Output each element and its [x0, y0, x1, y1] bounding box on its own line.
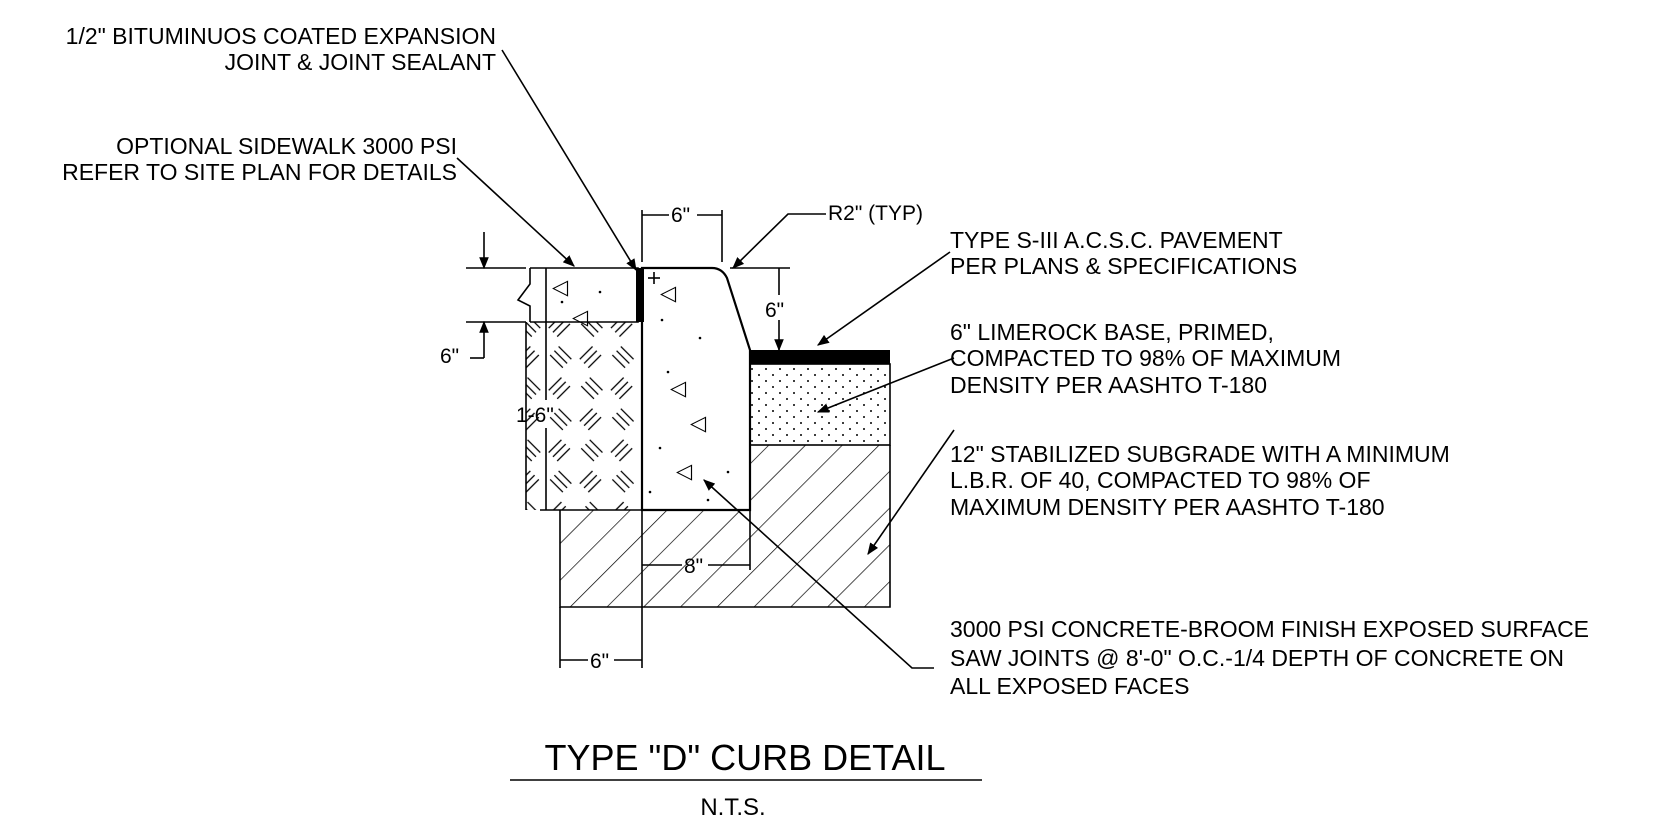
svg-text:REFER TO SITE PLAN FOR DETAILS: REFER TO SITE PLAN FOR DETAILS — [62, 159, 457, 185]
svg-text:12" STABILIZED SUBGRADE WITH A: 12" STABILIZED SUBGRADE WITH A MINIMUM — [950, 441, 1450, 467]
dimension-top-width: 6" — [641, 204, 723, 262]
svg-text:ALL EXPOSED FACES: ALL EXPOSED FACES — [950, 673, 1189, 699]
dimension-total-depth: 1-6" — [516, 268, 560, 511]
note-expansion-joint: 1/2" BITUMINUOS COATED EXPANSION JOINT &… — [66, 23, 496, 75]
dim-total-depth-text: 1-6" — [516, 404, 554, 427]
concrete-curb: ◁ ◁ ◁ ◁ — [640, 266, 752, 512]
asphalt-pavement — [750, 350, 890, 364]
svg-text:TYPE S-III A.C.S.C. PAVEMENT: TYPE S-III A.C.S.C. PAVEMENT — [950, 227, 1283, 253]
svg-text:JOINT & JOINT SEALANT: JOINT & JOINT SEALANT — [225, 49, 496, 75]
detail-scale: N.T.S. — [700, 794, 765, 821]
svg-text:◁: ◁ — [572, 306, 589, 329]
limerock-base — [749, 363, 891, 446]
note-pavement: TYPE S-III A.C.S.C. PAVEMENT PER PLANS &… — [950, 227, 1297, 279]
dimension-curb-height: 6" — [730, 267, 790, 352]
svg-text:SAW JOINTS @ 8'-0" O.C.-1/4 DE: SAW JOINTS @ 8'-0" O.C.-1/4 DEPTH OF CON… — [950, 645, 1564, 671]
svg-text:◁: ◁ — [670, 377, 687, 400]
dimension-sidewalk-thickness: 6" — [440, 232, 526, 368]
svg-text:◁: ◁ — [660, 282, 677, 305]
svg-text:PER PLANS & SPECIFICATIONS: PER PLANS & SPECIFICATIONS — [950, 253, 1297, 279]
sidewalk-slab: ◁ ◁ — [516, 267, 639, 329]
note-concrete: 3000 PSI CONCRETE-BROOM FINISH EXPOSED S… — [950, 616, 1589, 699]
svg-text:DENSITY PER AASHTO T-180: DENSITY PER AASHTO T-180 — [950, 372, 1267, 398]
dim-bottom-width-text: 8" — [684, 555, 703, 578]
svg-text:3000 PSI CONCRETE-BROOM FINISH: 3000 PSI CONCRETE-BROOM FINISH EXPOSED S… — [950, 616, 1589, 642]
dim-sidewalk-thickness-text: 6" — [440, 345, 459, 368]
svg-text:◁: ◁ — [676, 460, 693, 483]
expansion-joint — [636, 268, 644, 322]
svg-text:1/2" BITUMINUOS COATED EXPANSI: 1/2" BITUMINUOS COATED EXPANSION — [66, 23, 496, 49]
svg-text:L.B.R. OF 40, COMPACTED TO 98%: L.B.R. OF 40, COMPACTED TO 98% OF — [950, 467, 1371, 493]
dimension-footing-width: 6" — [559, 607, 642, 673]
note-radius: R2" (TYP) — [828, 202, 923, 225]
leader-lines — [456, 49, 955, 669]
dim-curb-height-text: 6" — [765, 299, 784, 322]
dimension-bottom-width: 8" — [641, 510, 751, 668]
svg-text:◁: ◁ — [552, 276, 569, 299]
svg-text:MAXIMUM DENSITY PER AASHTO T-1: MAXIMUM DENSITY PER AASHTO T-180 — [950, 494, 1385, 520]
svg-text:◁: ◁ — [690, 412, 707, 435]
note-subgrade: 12" STABILIZED SUBGRADE WITH A MINIMUM L… — [950, 441, 1450, 520]
svg-text:6" LIMEROCK BASE, PRIMED,: 6" LIMEROCK BASE, PRIMED, — [950, 319, 1274, 345]
note-limerock-base: 6" LIMEROCK BASE, PRIMED, COMPACTED TO 9… — [950, 319, 1341, 398]
svg-text:OPTIONAL SIDEWALK 3000 PSI: OPTIONAL SIDEWALK 3000 PSI — [116, 133, 457, 159]
detail-title: TYPE "D" CURB DETAIL — [545, 737, 946, 778]
dim-top-width-text: 6" — [671, 204, 690, 227]
note-sidewalk: OPTIONAL SIDEWALK 3000 PSI REFER TO SITE… — [62, 133, 457, 185]
svg-text:COMPACTED TO 98% OF MAXIMUM: COMPACTED TO 98% OF MAXIMUM — [950, 345, 1341, 371]
dim-footing-width-text: 6" — [590, 650, 609, 673]
